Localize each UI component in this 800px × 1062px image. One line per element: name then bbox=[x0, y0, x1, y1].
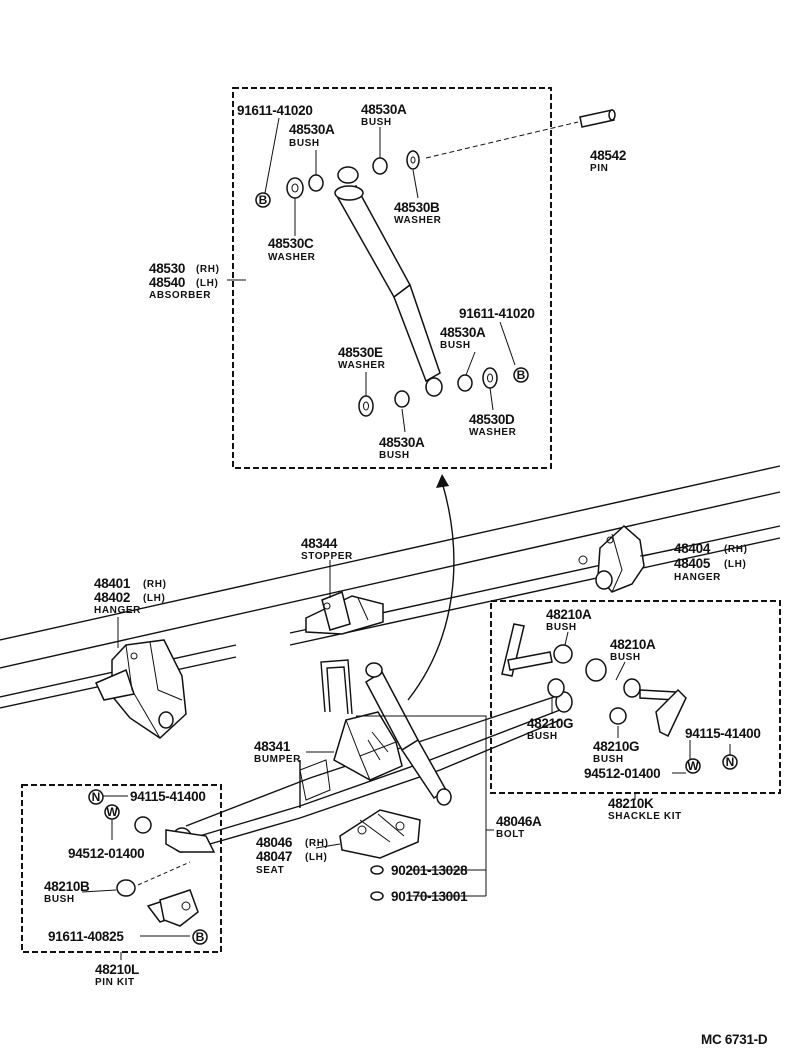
label-48530b: 48530B bbox=[394, 200, 440, 215]
arrow-to-absorber bbox=[407, 474, 455, 701]
label-48210a-2: 48210A bbox=[610, 637, 656, 652]
label-bolt: BOLT bbox=[496, 829, 525, 840]
label-48210g-2: 48210G bbox=[593, 739, 639, 754]
label-48210g-1: 48210G bbox=[527, 716, 573, 731]
label-48401: 48401 bbox=[94, 576, 131, 591]
label-washer-b: WASHER bbox=[394, 215, 442, 226]
ref-w-2: W bbox=[104, 804, 120, 820]
pin-48542 bbox=[425, 109, 616, 159]
label-stopper: STOPPER bbox=[301, 551, 353, 562]
shackle-parts bbox=[501, 623, 731, 774]
svg-text:B: B bbox=[196, 930, 205, 944]
label-48530d: 48530D bbox=[469, 412, 515, 427]
absorber-leaders bbox=[227, 117, 516, 433]
svg-text:B: B bbox=[259, 193, 268, 207]
svg-text:N: N bbox=[92, 790, 101, 804]
label-shackle-kit: SHACKLE KIT bbox=[608, 811, 682, 822]
label-48404-rh: (RH) bbox=[724, 544, 748, 555]
ref-b-2: B bbox=[513, 367, 529, 383]
pin-kit-box bbox=[21, 784, 222, 953]
absorber-kit-box bbox=[232, 87, 552, 469]
label-91611-40825: 91611-40825 bbox=[48, 929, 124, 944]
label-seat: SEAT bbox=[256, 865, 284, 876]
label-91611-41020-b: 91611-41020 bbox=[459, 306, 535, 321]
label-94512-01400-s: 94512-01400 bbox=[584, 766, 660, 781]
label-48530e: 48530E bbox=[338, 345, 383, 360]
label-48210k: 48210K bbox=[608, 796, 654, 811]
label-90201-13028: 90201-13028 bbox=[391, 863, 468, 878]
label-94115-41400-p: 94115-41400 bbox=[130, 789, 206, 804]
label-48402-lh: (LH) bbox=[143, 593, 165, 604]
label-48530a-top: 48530A bbox=[361, 102, 407, 117]
label-48210b: 48210B bbox=[44, 879, 90, 894]
label-48047-lh: (LH) bbox=[305, 852, 327, 863]
hanger-48404 bbox=[578, 524, 673, 593]
svg-text:W: W bbox=[106, 805, 118, 819]
label-48046a: 48046A bbox=[496, 814, 542, 829]
ref-w-1: W bbox=[685, 758, 701, 774]
label-48046-rh: (RH) bbox=[305, 838, 329, 849]
label-bumper: BUMPER bbox=[254, 754, 301, 765]
label-48405-lh: (LH) bbox=[724, 559, 746, 570]
label-hanger-2: HANGER bbox=[674, 572, 721, 583]
label-91611-41020-top: 91611-41020 bbox=[237, 103, 313, 118]
label-48401-rh: (RH) bbox=[143, 579, 167, 590]
label-48530a-4: 48530A bbox=[379, 435, 425, 450]
label-absorber: ABSORBER bbox=[149, 290, 211, 301]
label-48210a-1: 48210A bbox=[546, 607, 592, 622]
label-bush-4: BUSH bbox=[379, 450, 410, 461]
label-48344: 48344 bbox=[301, 536, 338, 551]
ref-n-1: N bbox=[722, 754, 738, 770]
label-bush-s3: BUSH bbox=[527, 731, 558, 742]
label-48530-rh: (RH) bbox=[196, 264, 220, 275]
label-bush-3: BUSH bbox=[440, 340, 471, 351]
svg-text:B: B bbox=[517, 368, 526, 382]
installed-shock bbox=[365, 662, 452, 806]
label-48210l: 48210L bbox=[95, 962, 139, 977]
label-48530c: 48530C bbox=[268, 236, 314, 251]
bumper-48341 bbox=[306, 711, 403, 781]
u-bolt bbox=[320, 659, 353, 715]
label-48530a-3: 48530A bbox=[440, 325, 486, 340]
label-48341: 48341 bbox=[254, 739, 291, 754]
label-48540-lh: (LH) bbox=[196, 278, 218, 289]
pin-kit-parts bbox=[81, 795, 216, 937]
label-bush-2: BUSH bbox=[289, 138, 320, 149]
label-bush-top: BUSH bbox=[361, 117, 392, 128]
shock-absorber bbox=[334, 166, 443, 397]
bolt-leaders bbox=[356, 715, 494, 901]
label-washer-c: WASHER bbox=[268, 252, 316, 263]
label-hanger-1: HANGER bbox=[94, 605, 141, 616]
label-pin-kit: PIN KIT bbox=[95, 977, 135, 988]
label-48047: 48047 bbox=[256, 849, 292, 864]
label-washer-d: WASHER bbox=[469, 427, 517, 438]
stopper-48344 bbox=[305, 560, 384, 635]
label-48530a-2: 48530A bbox=[289, 122, 335, 137]
label-48405: 48405 bbox=[674, 556, 711, 571]
label-bush-s2: BUSH bbox=[610, 652, 641, 663]
label-bush-p: BUSH bbox=[44, 894, 75, 905]
label-94115-41400-s: 94115-41400 bbox=[685, 726, 761, 741]
ref-b-3: B bbox=[192, 929, 208, 945]
label-bush-s4: BUSH bbox=[593, 754, 624, 765]
hanger-48401 bbox=[94, 617, 187, 739]
spring-seat bbox=[315, 809, 421, 859]
label-48402: 48402 bbox=[94, 590, 130, 605]
ref-b-1: B bbox=[255, 192, 271, 208]
label-pin: PIN bbox=[590, 163, 608, 174]
label-90170-13001: 90170-13001 bbox=[391, 889, 468, 904]
label-48404: 48404 bbox=[674, 541, 711, 556]
ref-n-2: N bbox=[88, 789, 104, 805]
label-94512-01400-p: 94512-01400 bbox=[68, 846, 144, 861]
label-washer-e: WASHER bbox=[338, 360, 386, 371]
label-48542: 48542 bbox=[590, 148, 626, 163]
label-48540: 48540 bbox=[149, 275, 185, 290]
svg-text:W: W bbox=[687, 759, 699, 773]
label-bush-s1: BUSH bbox=[546, 622, 577, 633]
label-48530: 48530 bbox=[149, 261, 185, 276]
label-48046: 48046 bbox=[256, 835, 293, 850]
svg-text:N: N bbox=[726, 755, 735, 769]
diagram-code: MC 6731-D bbox=[701, 1032, 768, 1047]
